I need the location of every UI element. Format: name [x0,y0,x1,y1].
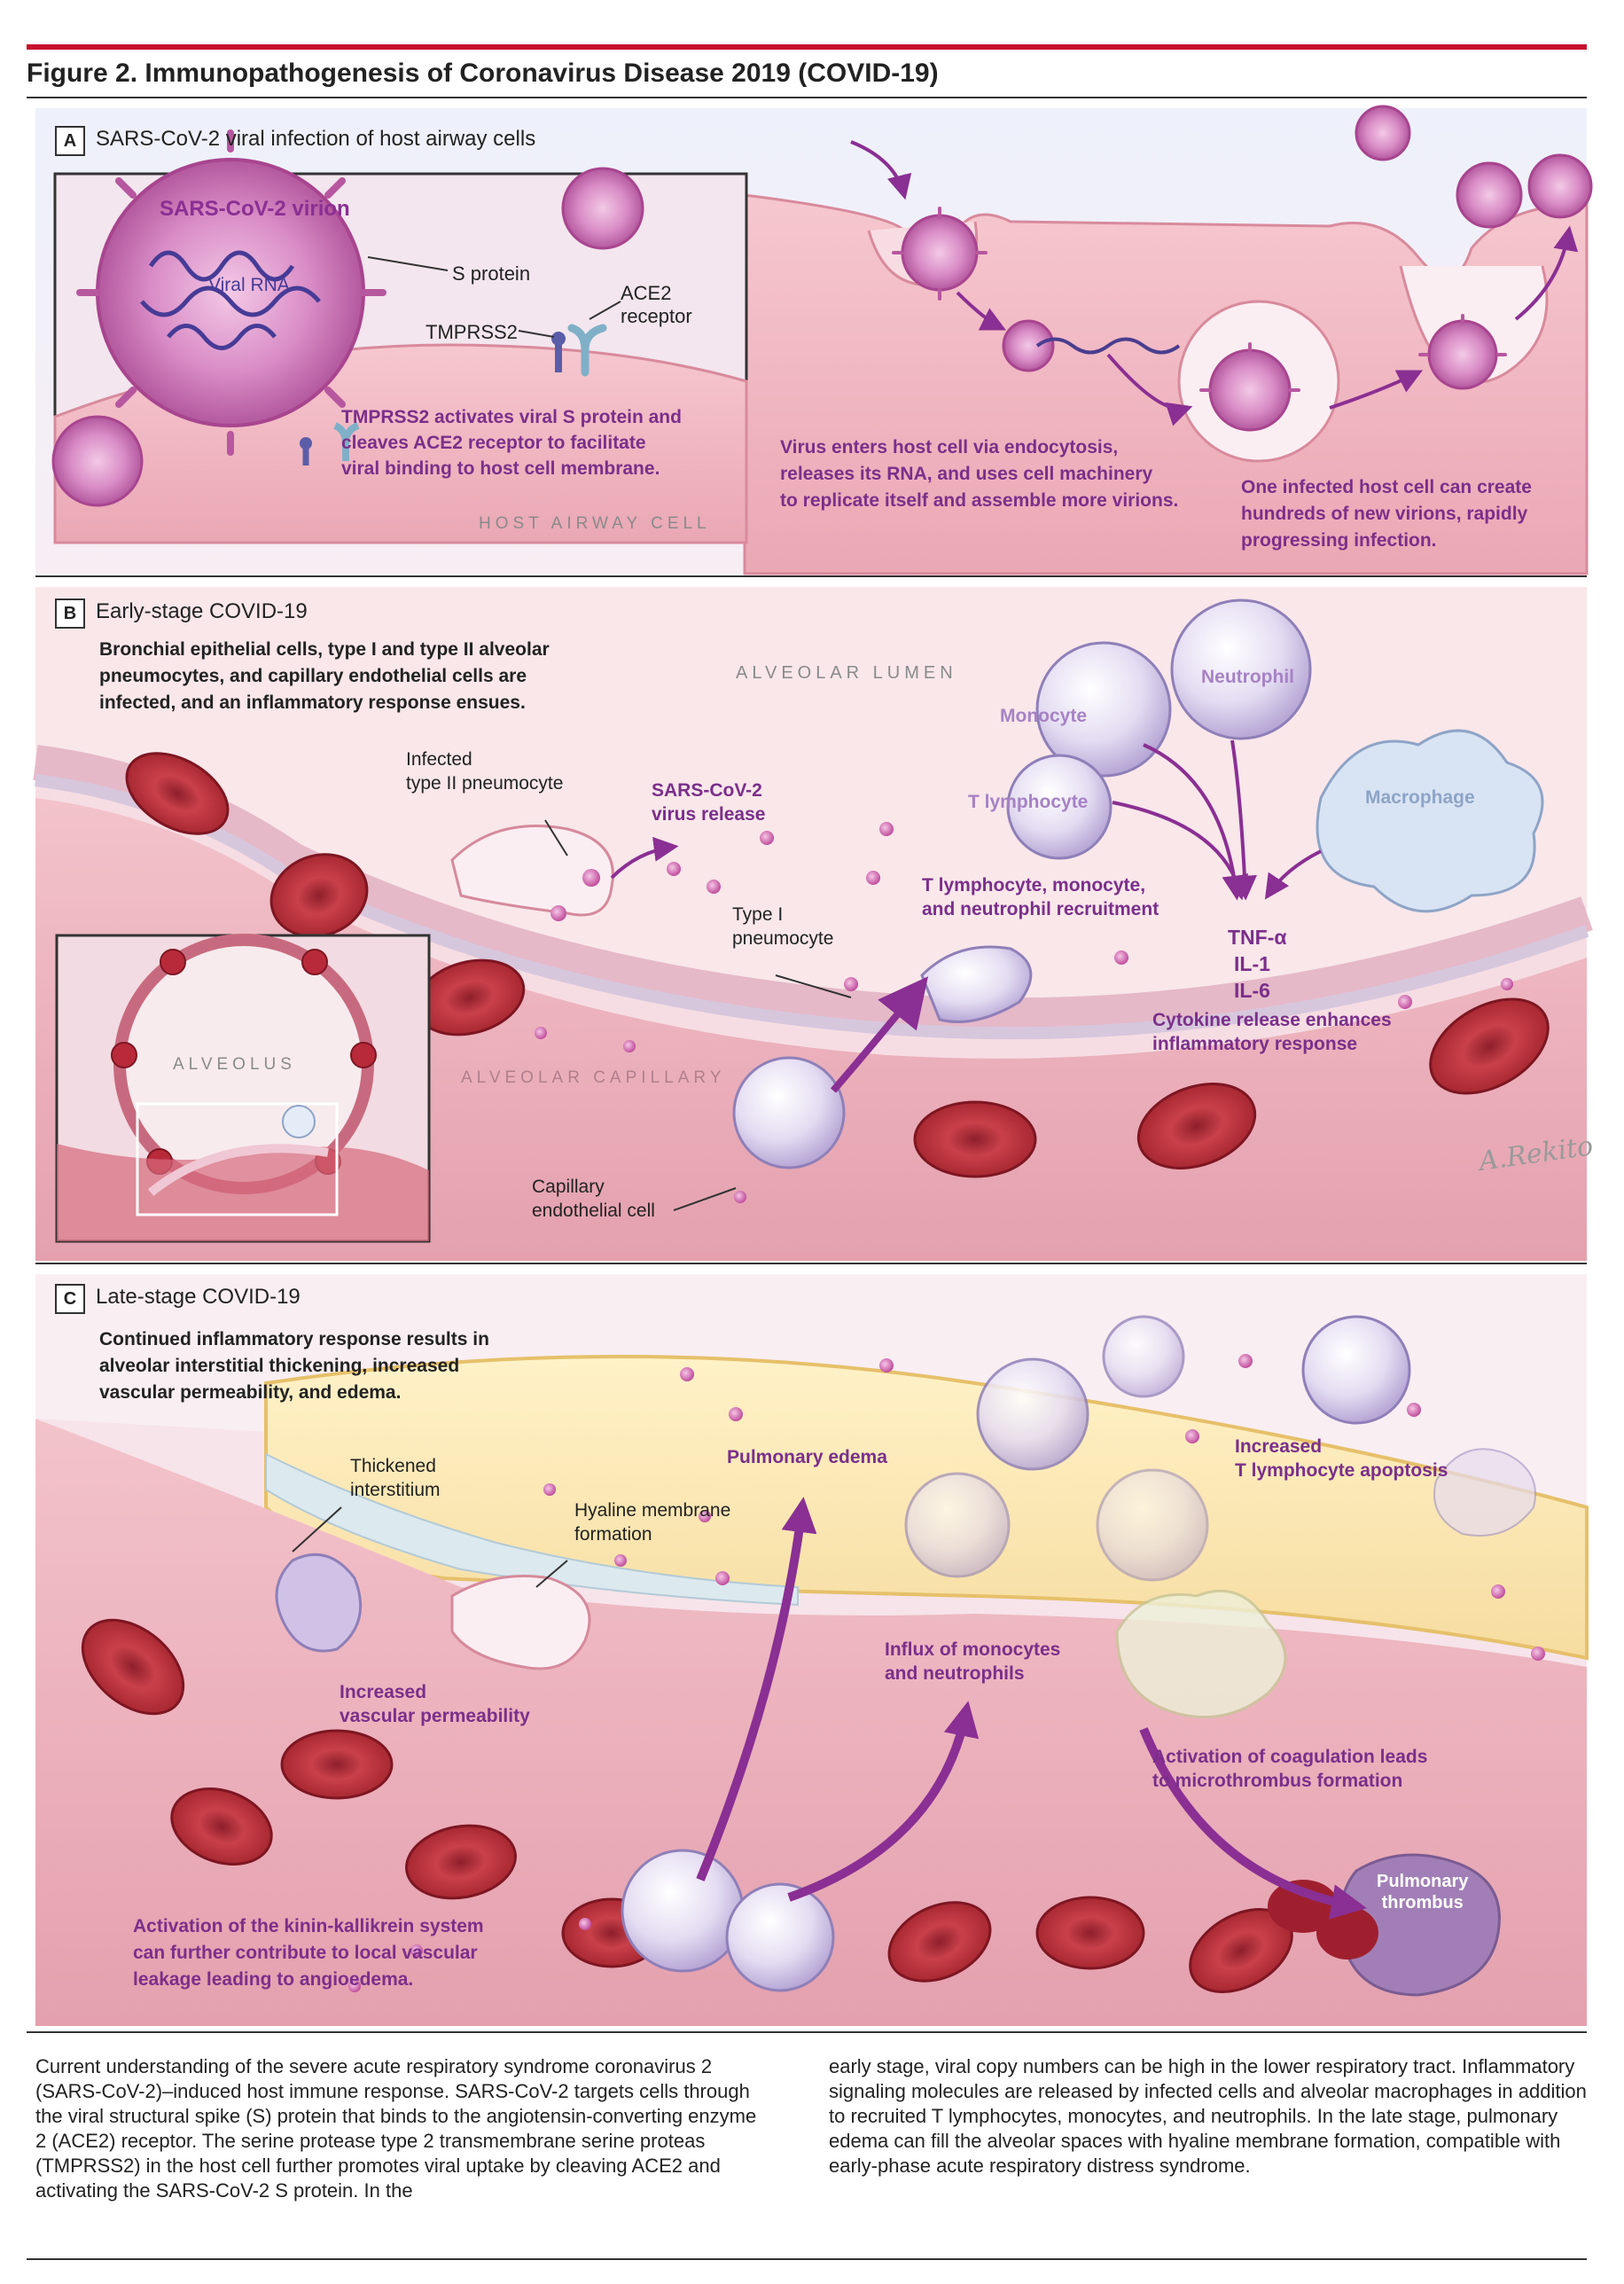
panel-c-heading: Late-stage COVID-19 [96,1285,301,1309]
virus-particles-b [535,822,1513,1203]
caption-right: early stage, viral copy numbers can be h… [829,2055,1587,2177]
panel-b-heading: Early-stage COVID-19 [96,599,308,623]
pulmonary-edema-label: Pulmonary edema [727,1447,887,1467]
monocyte-icon [1035,641,1172,778]
virus-spread-text: One infected host cell can create hundre… [1241,477,1532,551]
panel-b-letter: B [55,598,85,629]
virus-release-arrow [610,836,679,880]
alveolus-label: ALVEOLUS [173,1055,296,1074]
panel-b-intro: Bronchial epithelial cells, type I and t… [99,639,550,713]
panel-a-letter: A [55,126,85,156]
recruitment-label: T lymphocyte, monocyte, and neutrophil r… [922,875,1159,919]
endothelial-cell-label: Capillary endothelial cell [532,1177,655,1221]
red-blood-cells-b [125,752,1550,1178]
host-airway-cell-label: HOST AIRWAY CELL [479,514,711,533]
hyaline-membrane-label: Hyaline membrane formation [574,1500,731,1545]
virion-label: SARS-CoV-2 virion [160,197,350,221]
figure-title: Figure 2. Immunopathogenesis of Coronavi… [27,59,939,88]
influx-label: Influx of monocytes and neutrophils [885,1639,1061,1684]
panel-a-heading: SARS-CoV-2 viral infection of host airwa… [96,127,536,151]
ace2-receptor-icon [567,324,607,377]
ace2-label: ACE2 receptor [621,282,692,327]
immune-cells-c [621,1315,1411,1992]
cytokine-il1: IL-1 [1234,952,1270,975]
panel-c-letter: C [55,1284,85,1314]
t-lymphocyte-icon [1006,754,1113,860]
kinin-kallikrein-text: Activation of the kinin-kallikrein syste… [133,1916,484,1990]
thickened-interstitium-label: Thickened interstitium [350,1456,441,1500]
alveolar-capillary-label: ALVEOLAR CAPILLARY [461,1068,726,1087]
cytokine-il6: IL-6 [1234,979,1270,1002]
pulmonary-thrombus-label: Pulmonary thrombus [1377,1872,1469,1912]
coagulation-arrow [1139,1727,1367,1920]
virus-release-label: SARS-CoV-2 virus release [652,780,766,825]
immune-cells-b [732,598,1312,1169]
panel-c-intro: Continued inflammatory response results … [99,1329,489,1403]
t-lymphocyte-apoptosis-label: Increased T lymphocyte apoptosis [1235,1436,1448,1481]
t-lymphocyte-label: T lymphocyte [968,792,1089,812]
viral-rna-label: Viral RNA [208,275,290,295]
alveolus-zoom-box [136,1102,339,1216]
endocytosis-arrow [850,140,912,200]
tmprss2-icon [551,332,566,372]
type-i-pneumocyte-label: Type I pneumocyte [732,904,834,949]
title-accent-bar [27,44,1587,50]
alveolar-lumen-label: ALVEOLAR LUMEN [736,663,957,683]
edema-arrow [696,1497,817,1881]
recruitment-arrow [830,976,928,1093]
virion-cluster-a [901,105,1593,432]
macrophage-icon [1316,729,1544,913]
panel-a-art [35,105,1593,575]
caption-left: Current understanding of the severe acut… [35,2055,757,2202]
virus-entry-text: Virus enters host cell via endocytosis, … [780,437,1179,511]
infected-pneumocyte-label: Infected type II pneumocyte [406,749,564,794]
monocyte-label: Monocyte [1000,706,1088,726]
vascular-permeability-label: Increased vascular permeability [340,1682,530,1726]
red-blood-cells-c [81,1618,1293,1993]
tmprss2-mechanism-text: TMPRSS2 activates viral S protein and cl… [341,407,682,479]
neutrophil-icon [1170,598,1312,740]
cytokine-tnf: TNF-α [1228,926,1287,949]
recruited-cell-icon [732,1056,846,1169]
tmprss2-label: TMPRSS2 [426,321,518,343]
macrophage-label: Macrophage [1365,787,1475,808]
coagulation-label: Activation of coagulation leads to micro… [1152,1747,1428,1791]
panel-b-art: A.Rekito [33,587,1595,1261]
neutrophil-label: Neutrophil [1201,667,1294,687]
influx-arrow [787,1701,980,1902]
virus-particles-c [348,1354,1545,1992]
cytokine-release-text: Cytokine release enhances inflammatory r… [1152,1010,1392,1054]
panel-c-art [35,1274,1589,2026]
s-protein-label: S protein [452,262,531,285]
